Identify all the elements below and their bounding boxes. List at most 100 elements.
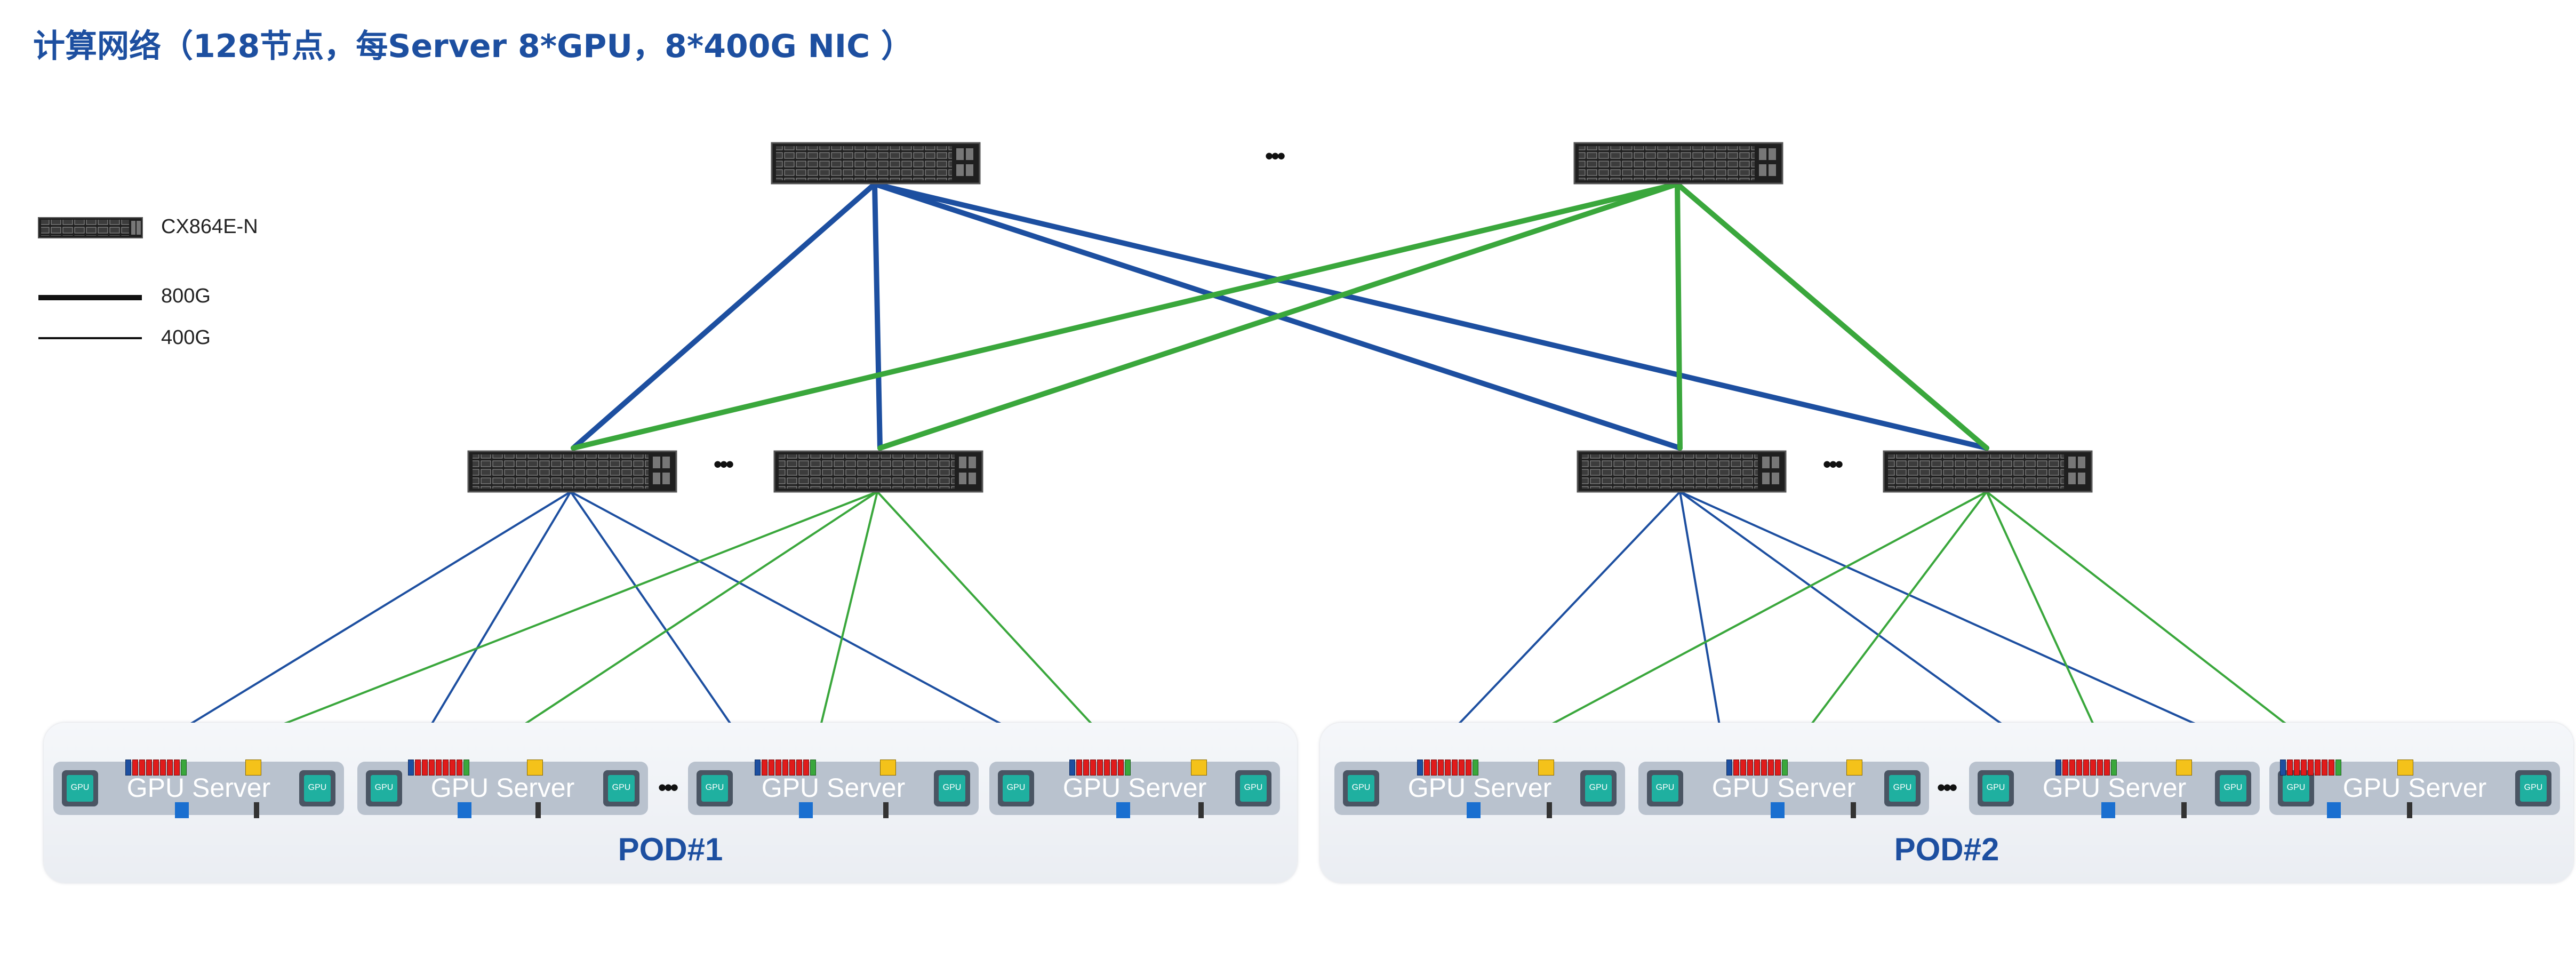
- pod-label: POD#2: [1894, 832, 1999, 867]
- storage-port: [2176, 760, 2192, 776]
- server-label: GPU Server: [1407, 773, 1552, 803]
- gpu-chip-icon: GPU: [366, 770, 402, 806]
- bmc-port: [2407, 802, 2412, 818]
- gpu-server: GPU GPU GPU Server: [53, 760, 344, 818]
- bmc-port: [1547, 802, 1552, 818]
- server-ellipsis-pod1: •••: [658, 774, 678, 801]
- mgmt-port: [1771, 802, 1785, 818]
- gpu-server: GPU GPU GPU Server: [1638, 760, 1929, 818]
- downlink-blue: [1679, 491, 2057, 764]
- leaf-switch-2: [773, 450, 983, 493]
- server-label: GPU Server: [430, 773, 575, 803]
- mgmt-port: [1467, 802, 1481, 818]
- nic-ports: [2280, 760, 2342, 776]
- leaf-switch-1: [467, 450, 677, 493]
- leaf-switch-4: [1883, 450, 2093, 493]
- gpu-server: GPU GPU GPU Server: [1969, 760, 2260, 818]
- downlink-green: [1986, 491, 2337, 764]
- gpu-chip-icon: GPU: [934, 770, 970, 806]
- mgmt-port: [2327, 802, 2341, 818]
- gpu-chip-icon: GPU: [62, 770, 98, 806]
- downlink-green: [465, 491, 878, 764]
- mgmt-port: [2101, 802, 2115, 818]
- nic-ports: [1417, 760, 1479, 776]
- mgmt-port: [1116, 802, 1130, 818]
- gpu-chip-icon: GPU: [299, 770, 335, 806]
- bmc-port: [1198, 802, 1204, 818]
- downlink-green: [1986, 491, 2112, 763]
- server-label: GPU Server: [2342, 773, 2487, 803]
- server-ellipsis-pod2: •••: [1937, 774, 1957, 801]
- legend-switch-label: CX864E-N: [161, 215, 258, 238]
- server-label: GPU Server: [761, 773, 906, 803]
- server-label: GPU Server: [1711, 773, 1856, 803]
- downlink-blue: [1421, 491, 1681, 764]
- pod-label: POD#1: [618, 832, 723, 867]
- downlink-green: [876, 491, 1129, 764]
- legend-400g-label: 400G: [161, 326, 211, 349]
- spine-ellipsis: •••: [1265, 143, 1285, 169]
- leaf-ellipsis-pod1: •••: [714, 451, 734, 477]
- bmc-port: [1851, 802, 1856, 818]
- uplink-blue: [571, 181, 877, 451]
- spine-switch-1: [771, 142, 981, 185]
- storage-port: [527, 760, 543, 776]
- uplink-blue: [872, 181, 1989, 451]
- downlink-blue: [407, 491, 572, 764]
- gpu-server: GPU GPU GPU Server: [989, 760, 1280, 818]
- gpu-chip-icon: GPU: [1978, 770, 2014, 806]
- storage-port: [1846, 760, 1862, 776]
- downlink-blue: [1679, 491, 1727, 763]
- gpu-chip-icon: GPU: [2515, 770, 2551, 806]
- gpu-chip-icon: GPU: [697, 770, 733, 806]
- mgmt-port: [458, 802, 471, 818]
- gpu-chip-icon: GPU: [2215, 770, 2251, 806]
- downlink-green: [184, 491, 878, 764]
- server-label: GPU Server: [126, 773, 271, 803]
- downlink-green: [1479, 491, 1987, 764]
- uplink-green: [1675, 181, 1989, 451]
- bmc-port: [535, 802, 541, 818]
- nic-ports: [408, 760, 470, 776]
- nic-ports: [2055, 760, 2118, 776]
- server-label: GPU Server: [1062, 773, 1207, 803]
- nic-ports: [125, 760, 188, 776]
- uplink-green: [1675, 181, 1683, 451]
- storage-port: [2397, 760, 2413, 776]
- uplink-green: [877, 181, 1680, 451]
- gpu-server: GPU GPU GPU Server: [1334, 760, 1625, 818]
- downlink-blue: [570, 491, 1074, 764]
- downlink-blue: [1679, 491, 2282, 764]
- gpu-server: GPU GPU GPU Server: [2269, 760, 2560, 818]
- leaf-switch-3: [1577, 450, 1787, 493]
- gpu-chip-icon: GPU: [1580, 770, 1617, 806]
- diagram-title: 计算网络（128节点，每Server 8*GPU，8*400G NIC ）: [33, 28, 914, 65]
- server-label: GPU Server: [2042, 773, 2187, 803]
- leaf-ellipsis-pod2: •••: [1823, 451, 1843, 477]
- mgmt-port: [799, 802, 813, 818]
- nic-ports: [1726, 760, 1789, 776]
- gpu-chip-icon: GPU: [998, 770, 1034, 806]
- bmc-port: [2181, 802, 2187, 818]
- uplink-blue: [872, 181, 883, 451]
- bmc-port: [254, 802, 259, 818]
- nic-ports: [755, 760, 817, 776]
- storage-port: [1191, 760, 1207, 776]
- nic-ports: [1069, 760, 1132, 776]
- spine-switch-2: [1573, 142, 1783, 185]
- storage-port: [245, 760, 261, 776]
- legend-800g-label: 800G: [161, 285, 211, 307]
- legend-switch-icon: [38, 217, 143, 238]
- downlink-blue: [126, 491, 572, 764]
- downlink-green: [811, 491, 878, 763]
- gpu-chip-icon: GPU: [1647, 770, 1683, 806]
- gpu-server: GPU GPU GPU Server: [688, 760, 979, 818]
- gpu-chip-icon: GPU: [1235, 770, 1271, 806]
- gpu-chip-icon: GPU: [2278, 770, 2314, 806]
- gpu-server: GPU GPU GPU Server: [357, 760, 648, 818]
- gpu-chip-icon: GPU: [1884, 770, 1921, 806]
- storage-port: [880, 760, 896, 776]
- uplink-green: [571, 181, 1680, 451]
- gpu-chip-icon: GPU: [603, 770, 639, 806]
